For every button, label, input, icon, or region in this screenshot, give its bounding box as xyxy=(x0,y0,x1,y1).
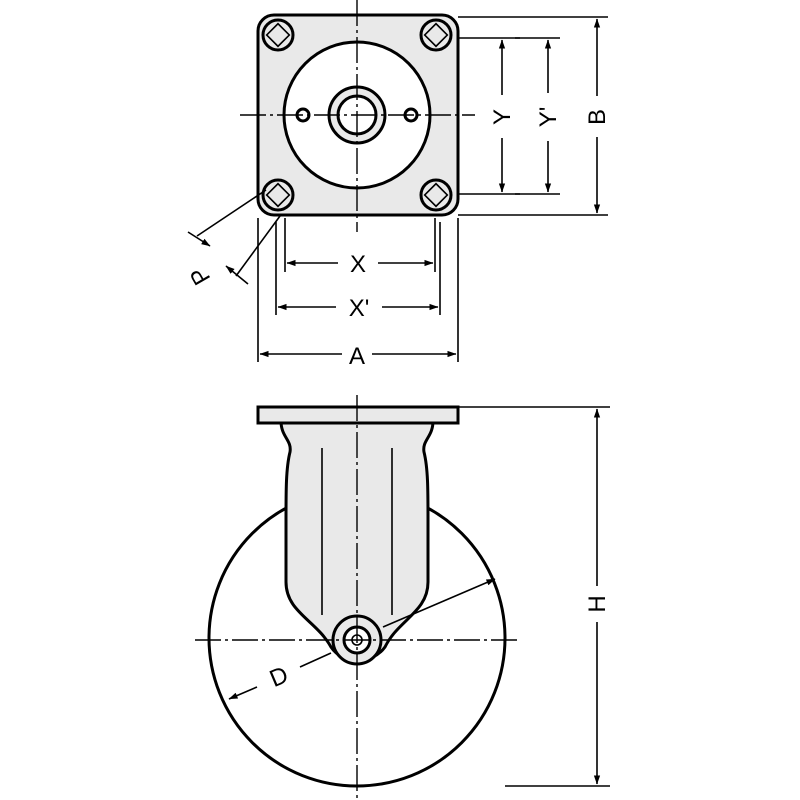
mounting-hole-top-right xyxy=(419,18,453,52)
dimension-p: P xyxy=(185,189,281,289)
dimension-h: H xyxy=(458,406,611,787)
dim-label-y: Y xyxy=(489,109,516,125)
dimension-y: Y xyxy=(458,37,520,195)
dim-label-x-prime: X' xyxy=(349,295,370,322)
dim-label-p: P xyxy=(185,262,216,289)
dim-label-b: B xyxy=(584,109,611,125)
dimension-x: X xyxy=(284,218,436,278)
mounting-hole-bottom-left xyxy=(261,178,295,212)
dimension-y-prime: Y' xyxy=(515,37,562,195)
dimension-a: A xyxy=(257,218,459,370)
dim-label-h: H xyxy=(584,595,611,612)
mounting-hole-top-left xyxy=(261,18,295,52)
side-top-plate xyxy=(256,405,460,425)
dimension-x-prime: X' xyxy=(275,222,441,322)
dimension-b: B xyxy=(458,16,611,216)
side-view xyxy=(195,395,520,800)
mounting-hole-bottom-right xyxy=(419,178,453,212)
dim-label-x: X xyxy=(350,251,366,278)
top-view xyxy=(240,0,475,232)
dim-label-y-prime: Y' xyxy=(535,107,562,128)
dim-label-a: A xyxy=(349,343,365,370)
